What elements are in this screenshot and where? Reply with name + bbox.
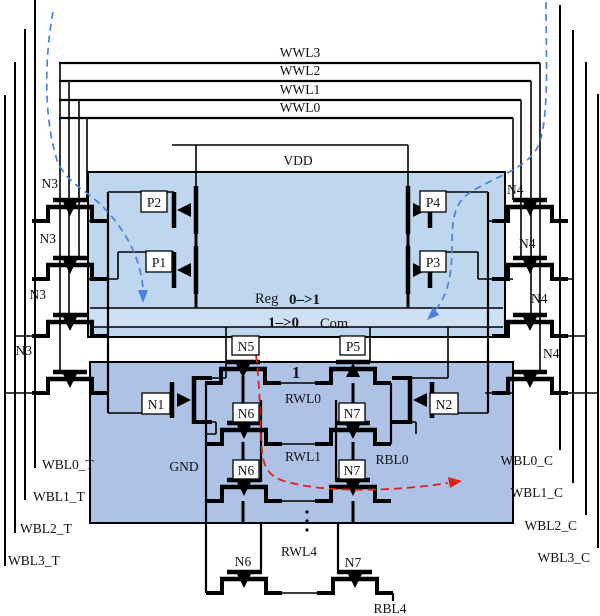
label-n7-2: N7 [345, 555, 362, 570]
label-wwl2: WWL2 [280, 63, 320, 78]
label-rwl0: RWL0 [285, 391, 321, 406]
write-bitlines-left [4, 0, 36, 566]
lower-cell-region [89, 361, 514, 524]
label-n2: N2 [436, 397, 453, 412]
transistor-n7-2 [317, 572, 393, 593]
vdd-rail [172, 144, 409, 186]
blue-dashed-arrowhead-left [138, 290, 148, 303]
label-wwl3: WWL3 [280, 45, 321, 60]
blue-dashed-arrowhead-right [427, 307, 439, 320]
label-reg-node: Reg [255, 291, 278, 307]
reg-com-band [90, 309, 503, 327]
label-wbl1c: WBL1_C [511, 485, 564, 500]
label-vdd: VDD [283, 153, 312, 168]
label-gnd: GND [169, 459, 198, 474]
label-p4: P4 [426, 195, 441, 210]
label-wwl1: WWL1 [280, 82, 320, 97]
red-dashed-arrowhead [448, 477, 462, 488]
blue-dashed-path-right [431, 1, 548, 315]
com-transition-annotation: 1–>0 [268, 315, 299, 331]
wwl-lines [59, 61, 540, 120]
label-wbl1t: WBL1_T [33, 489, 85, 504]
reg-transition-annotation: 0–>1 [289, 292, 320, 308]
label-rwl4: RWL4 [281, 544, 317, 559]
node-wires-medium [106, 192, 490, 601]
label-rbl0: RBL0 [375, 452, 408, 467]
label-wbl3c: WBL3_C [538, 550, 591, 565]
label-wbl0t: WBL0_T [42, 457, 94, 472]
label-n3-1: N3 [40, 231, 57, 246]
label-boxes [140, 190, 459, 480]
label-n6-2: N6 [235, 554, 252, 569]
label-n3-3: N3 [16, 343, 33, 358]
label-wbl3t: WBL3_T [8, 553, 60, 568]
label-p3: P3 [426, 255, 441, 270]
label-n4-0: N4 [507, 182, 524, 197]
continuation-dots [305, 510, 309, 532]
label-com-node: Com [320, 316, 349, 332]
label-rbl4: RBL4 [373, 601, 406, 616]
label-n7-0: N7 [344, 406, 361, 421]
label-p2: P2 [147, 195, 161, 210]
label-rwl1: RWL1 [285, 449, 321, 464]
label-n3-2: N3 [30, 287, 47, 302]
write-bitlines-right [559, 5, 599, 548]
label-wbl2t: WBL2_T [20, 521, 72, 536]
read-value-annotation: 1 [292, 363, 300, 382]
transistor-n6-2 [206, 572, 282, 593]
label-n5: N5 [238, 339, 255, 354]
label-wbl2c: WBL2_C [525, 518, 578, 533]
label-n7-1: N7 [344, 463, 361, 478]
label-wbl0c: WBL0_C [501, 453, 554, 468]
label-p5: P5 [346, 339, 361, 354]
label-n1: N1 [148, 397, 165, 412]
red-dashed-path [255, 354, 449, 491]
label-n3-0: N3 [42, 176, 59, 191]
label-n4-1: N4 [519, 236, 536, 251]
label-wwl0: WWL0 [280, 100, 321, 115]
blue-dashed-path-left [45, 11, 144, 289]
label-n4-3: N4 [543, 346, 560, 361]
label-n6-0: N6 [238, 406, 255, 421]
label-p1: P1 [152, 255, 166, 270]
label-n6-1: N6 [238, 463, 255, 478]
label-n4-2: N4 [531, 291, 548, 306]
